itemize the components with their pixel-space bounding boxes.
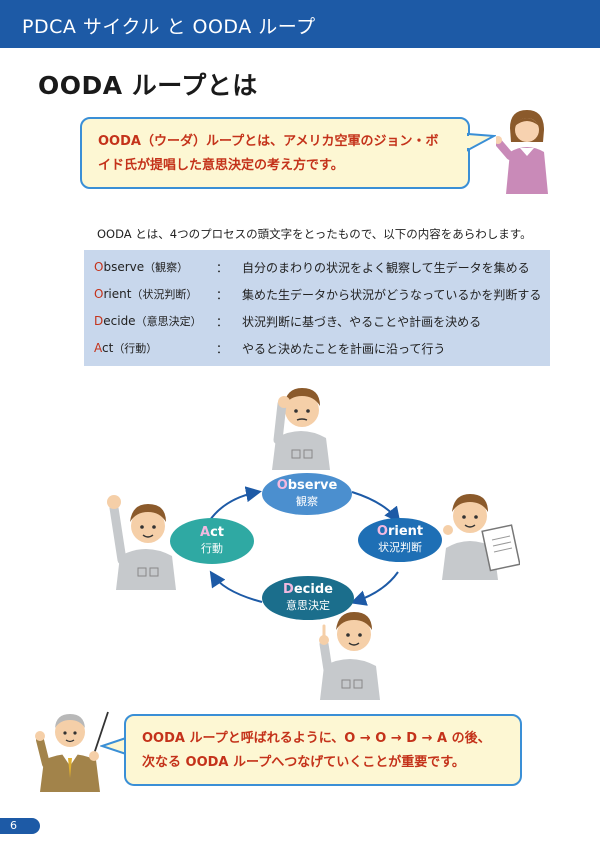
woman-presenter-illustration	[496, 110, 548, 194]
header-bar	[0, 0, 600, 48]
intro-text: OODA とは、4つのプロセスの頭文字をとったもので、以下の内容をあらわします。	[97, 227, 532, 241]
colon: ：	[216, 261, 229, 275]
node-act: Act 行動	[170, 518, 254, 564]
definition-table: Observe（観察） ： 自分のまわりの状況をよく観察して生データを集める O…	[84, 250, 550, 366]
bubble-line: イド氏が提唱した意思決定の考え方です。	[98, 158, 344, 173]
term: Orient（状況判断）	[94, 287, 198, 301]
worker-pointing-illustration	[319, 612, 380, 700]
summary-speech-bubble: OODA ループと呼ばれるように、O → O → D → A の後、 次なる O…	[124, 714, 522, 786]
bubble-line: 次なる OODA ループへつなげていくことが重要です。	[142, 755, 465, 770]
teacher-pointer-illustration	[35, 711, 109, 792]
term: Observe（観察）	[94, 260, 189, 274]
node-observe: Observe 観察	[262, 473, 352, 515]
page-number-tab	[0, 818, 40, 834]
description: 自分のまわりの状況をよく観察して生データを集める	[242, 261, 530, 275]
worker-thinking-illustration	[272, 388, 330, 470]
page-number: 6	[10, 819, 17, 832]
description: 状況判断に基づき、やることや計画を決める	[242, 315, 482, 329]
bubble-line: OODA（ウーダ）ループとは、アメリカ空軍のジョン・ボ	[98, 134, 439, 149]
term: Act（行動）	[94, 341, 158, 355]
intro-speech-bubble: OODA（ウーダ）ループとは、アメリカ空軍のジョン・ボ イド氏が提唱した意思決定…	[80, 117, 470, 189]
node-decide: Decide 意思決定	[262, 576, 354, 620]
description: 集めた生データから状況がどうなっているかを判断する	[242, 288, 542, 302]
worker-fist-illustration	[107, 495, 176, 590]
cycle-arrow-icon	[209, 486, 401, 606]
colon: ：	[216, 315, 229, 329]
colon: ：	[216, 342, 229, 356]
page-title: OODA ループとは	[38, 71, 258, 100]
bubble-tail-icon	[466, 132, 496, 152]
node-orient: Orient 状況判断	[358, 518, 442, 562]
colon: ：	[216, 288, 229, 302]
header-title: PDCA サイクル と OODA ループ	[22, 16, 316, 38]
description: やると決めたことを計画に沿って行う	[242, 342, 446, 356]
term: Decide（意思決定）	[94, 314, 202, 328]
bubble-line: OODA ループと呼ばれるように、O → O → D → A の後、	[142, 731, 491, 746]
worker-clipboard-illustration	[442, 494, 520, 580]
